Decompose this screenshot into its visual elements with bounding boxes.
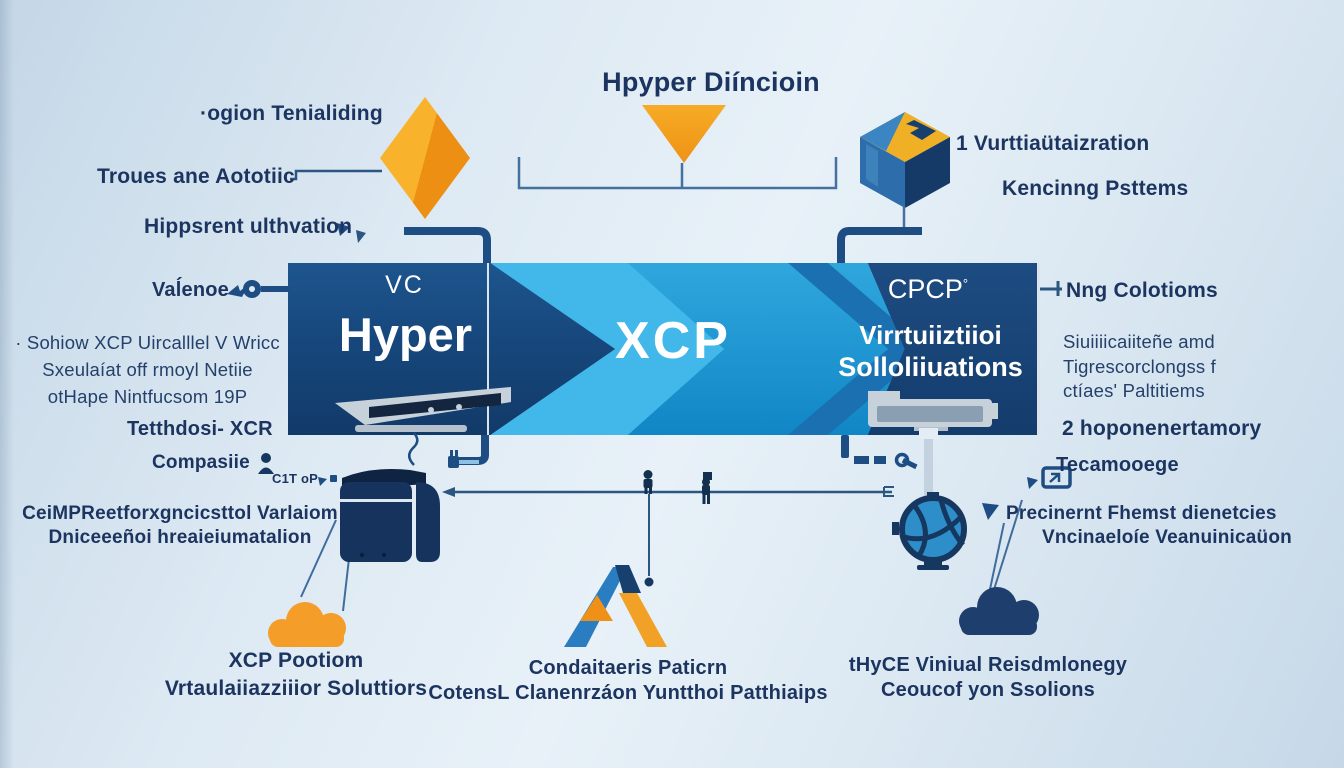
dash-segment: [854, 456, 869, 464]
down-arrow-icon: [982, 503, 999, 520]
banner: VC Hyper XCP CPCP° Virrtuiiztiioi Sollol…: [288, 263, 1040, 435]
troues-connector-line: [290, 169, 382, 181]
person-icon: [643, 470, 653, 494]
banner-xcp-label: XCP: [615, 312, 731, 370]
arrow-icon: [337, 223, 350, 236]
left-top-bracket: [404, 227, 491, 263]
banner-separator-right: [1037, 263, 1040, 435]
label-vncinaeloie: Vncinaeloíe Veanuinicaüon: [1042, 527, 1292, 548]
bottom-left-line1: XCP Pootiom: [228, 649, 364, 672]
right-block-line1: Siuiiiicaiiteñe amd: [1063, 331, 1215, 352]
bottom-center-line1: Condaitaeris Paticrn: [528, 657, 728, 679]
globe-icon: [892, 492, 967, 570]
label-c1t: C1T oP: [272, 471, 318, 486]
wire-arrowhead: [442, 487, 455, 497]
cloud-left-icon: [268, 602, 346, 647]
cube-icon: [860, 112, 950, 208]
server-right-icon: [868, 391, 998, 431]
left-block-line1: · Sohiow XCP Uircalllel V Wricc: [15, 332, 280, 353]
left-block-line3: otHape Nintfucsom 19P: [47, 386, 248, 407]
globe-rod-cap: [919, 428, 938, 439]
right-bottom-bracket: [841, 435, 849, 458]
banner-right-line1: Virrtuiiztiioi: [859, 320, 1002, 350]
top-bracket-line: [517, 157, 838, 190]
right-text-block: Siuiiiicaiiteñe amd Tigrescorclongss f c…: [1063, 330, 1216, 404]
bottom-right-line2: Ceoucof yon Ssolions: [880, 679, 1096, 701]
globe-rod: [924, 432, 933, 498]
fridge-icon: [340, 469, 440, 562]
cloud-right-icon: [959, 587, 1039, 635]
c1t-mark-icon: [318, 477, 327, 486]
label-cemp-line2: Dniceeeñoi hreaieiumatalion: [48, 527, 312, 548]
label-hoponen: 2 hoponenertamory: [1062, 417, 1262, 440]
box-arrow-icon: [1041, 466, 1072, 489]
c1t-mark-icon: [330, 475, 337, 482]
right-diagonal-lines: [988, 499, 1023, 597]
squiggle-wire: [408, 432, 419, 466]
person-small-icon: [258, 453, 274, 474]
label-hippsrent: Hippsrent ulthvation: [144, 215, 353, 238]
banner-vc-label: VC: [385, 271, 424, 299]
person-carrying-icon: [702, 472, 712, 504]
plug-icon: [448, 450, 479, 468]
label-ogion: ·ogion Tenialiding: [200, 102, 383, 125]
left-block-line2: Sxeulaíat off rmoyl Netiie: [42, 359, 253, 380]
nng-connector-line: [1040, 281, 1062, 296]
arrow-icon: [356, 230, 366, 243]
bird-icon: [227, 284, 249, 297]
arrow-icon: [1027, 477, 1038, 489]
right-block-line3: ctíaes' Paltitiems: [1063, 380, 1205, 401]
label-tecamooge: Tecamooege: [1056, 454, 1179, 476]
valence-connector-line: [261, 286, 290, 292]
label-troues: Troues ane Aototiic: [97, 165, 295, 188]
page-title: Hpyper Diíncioin: [602, 67, 820, 97]
bottom-center-line2: CotensL Clanenrzáon Yuntthoi Patthiaips: [428, 682, 828, 704]
dash-segment: [874, 456, 886, 464]
label-cemp-line1: CeiMPReetforxgncicsttol Varlaiom: [22, 503, 338, 524]
bottom-left-line2: Vrtaulaiiazziiior Soluttiors: [164, 677, 428, 700]
left-text-block: · Sohiow XCP Uircalllel V Wricc Sxeulaía…: [0, 329, 295, 410]
drop-dot: [644, 577, 654, 587]
wrench-icon: [894, 452, 918, 470]
label-tetthdosi: Tetthdosi- XCR: [127, 418, 273, 440]
right-top-bracket: [837, 227, 922, 263]
left-bottom-bracket: [459, 435, 489, 465]
label-vurtualization: 1 Vurttiaütaizration: [956, 132, 1150, 155]
label-compasiie: Compasiie: [152, 452, 250, 473]
label-precinernt: Precinernt Fhemst dienetcies: [1006, 503, 1277, 524]
label-valence: Vaĺenoe: [152, 279, 229, 301]
cpcp-mark: °: [962, 276, 969, 291]
label-kencinng: Kencinng Psttems: [1002, 177, 1189, 200]
banner-separator-left: [487, 263, 489, 435]
a-logo-icon: [564, 565, 667, 647]
cpcp-text: CPCP: [887, 274, 963, 304]
banner-cpcp-label: CPCP°: [828, 274, 1028, 305]
banner-hyper-label: Hyper: [338, 308, 473, 361]
bottom-right-line1: tHyCE Viniual Reisdmlonegy: [848, 654, 1128, 676]
server-left-icon: [335, 387, 511, 432]
wire-end-glyph: [883, 486, 894, 497]
gear-hole: [249, 286, 255, 292]
right-block-line2: Tigrescorclongss f: [1063, 355, 1217, 377]
banner-right-line2: Solloliiuations: [838, 352, 1023, 382]
label-nng: Nng Colotioms: [1066, 279, 1218, 302]
